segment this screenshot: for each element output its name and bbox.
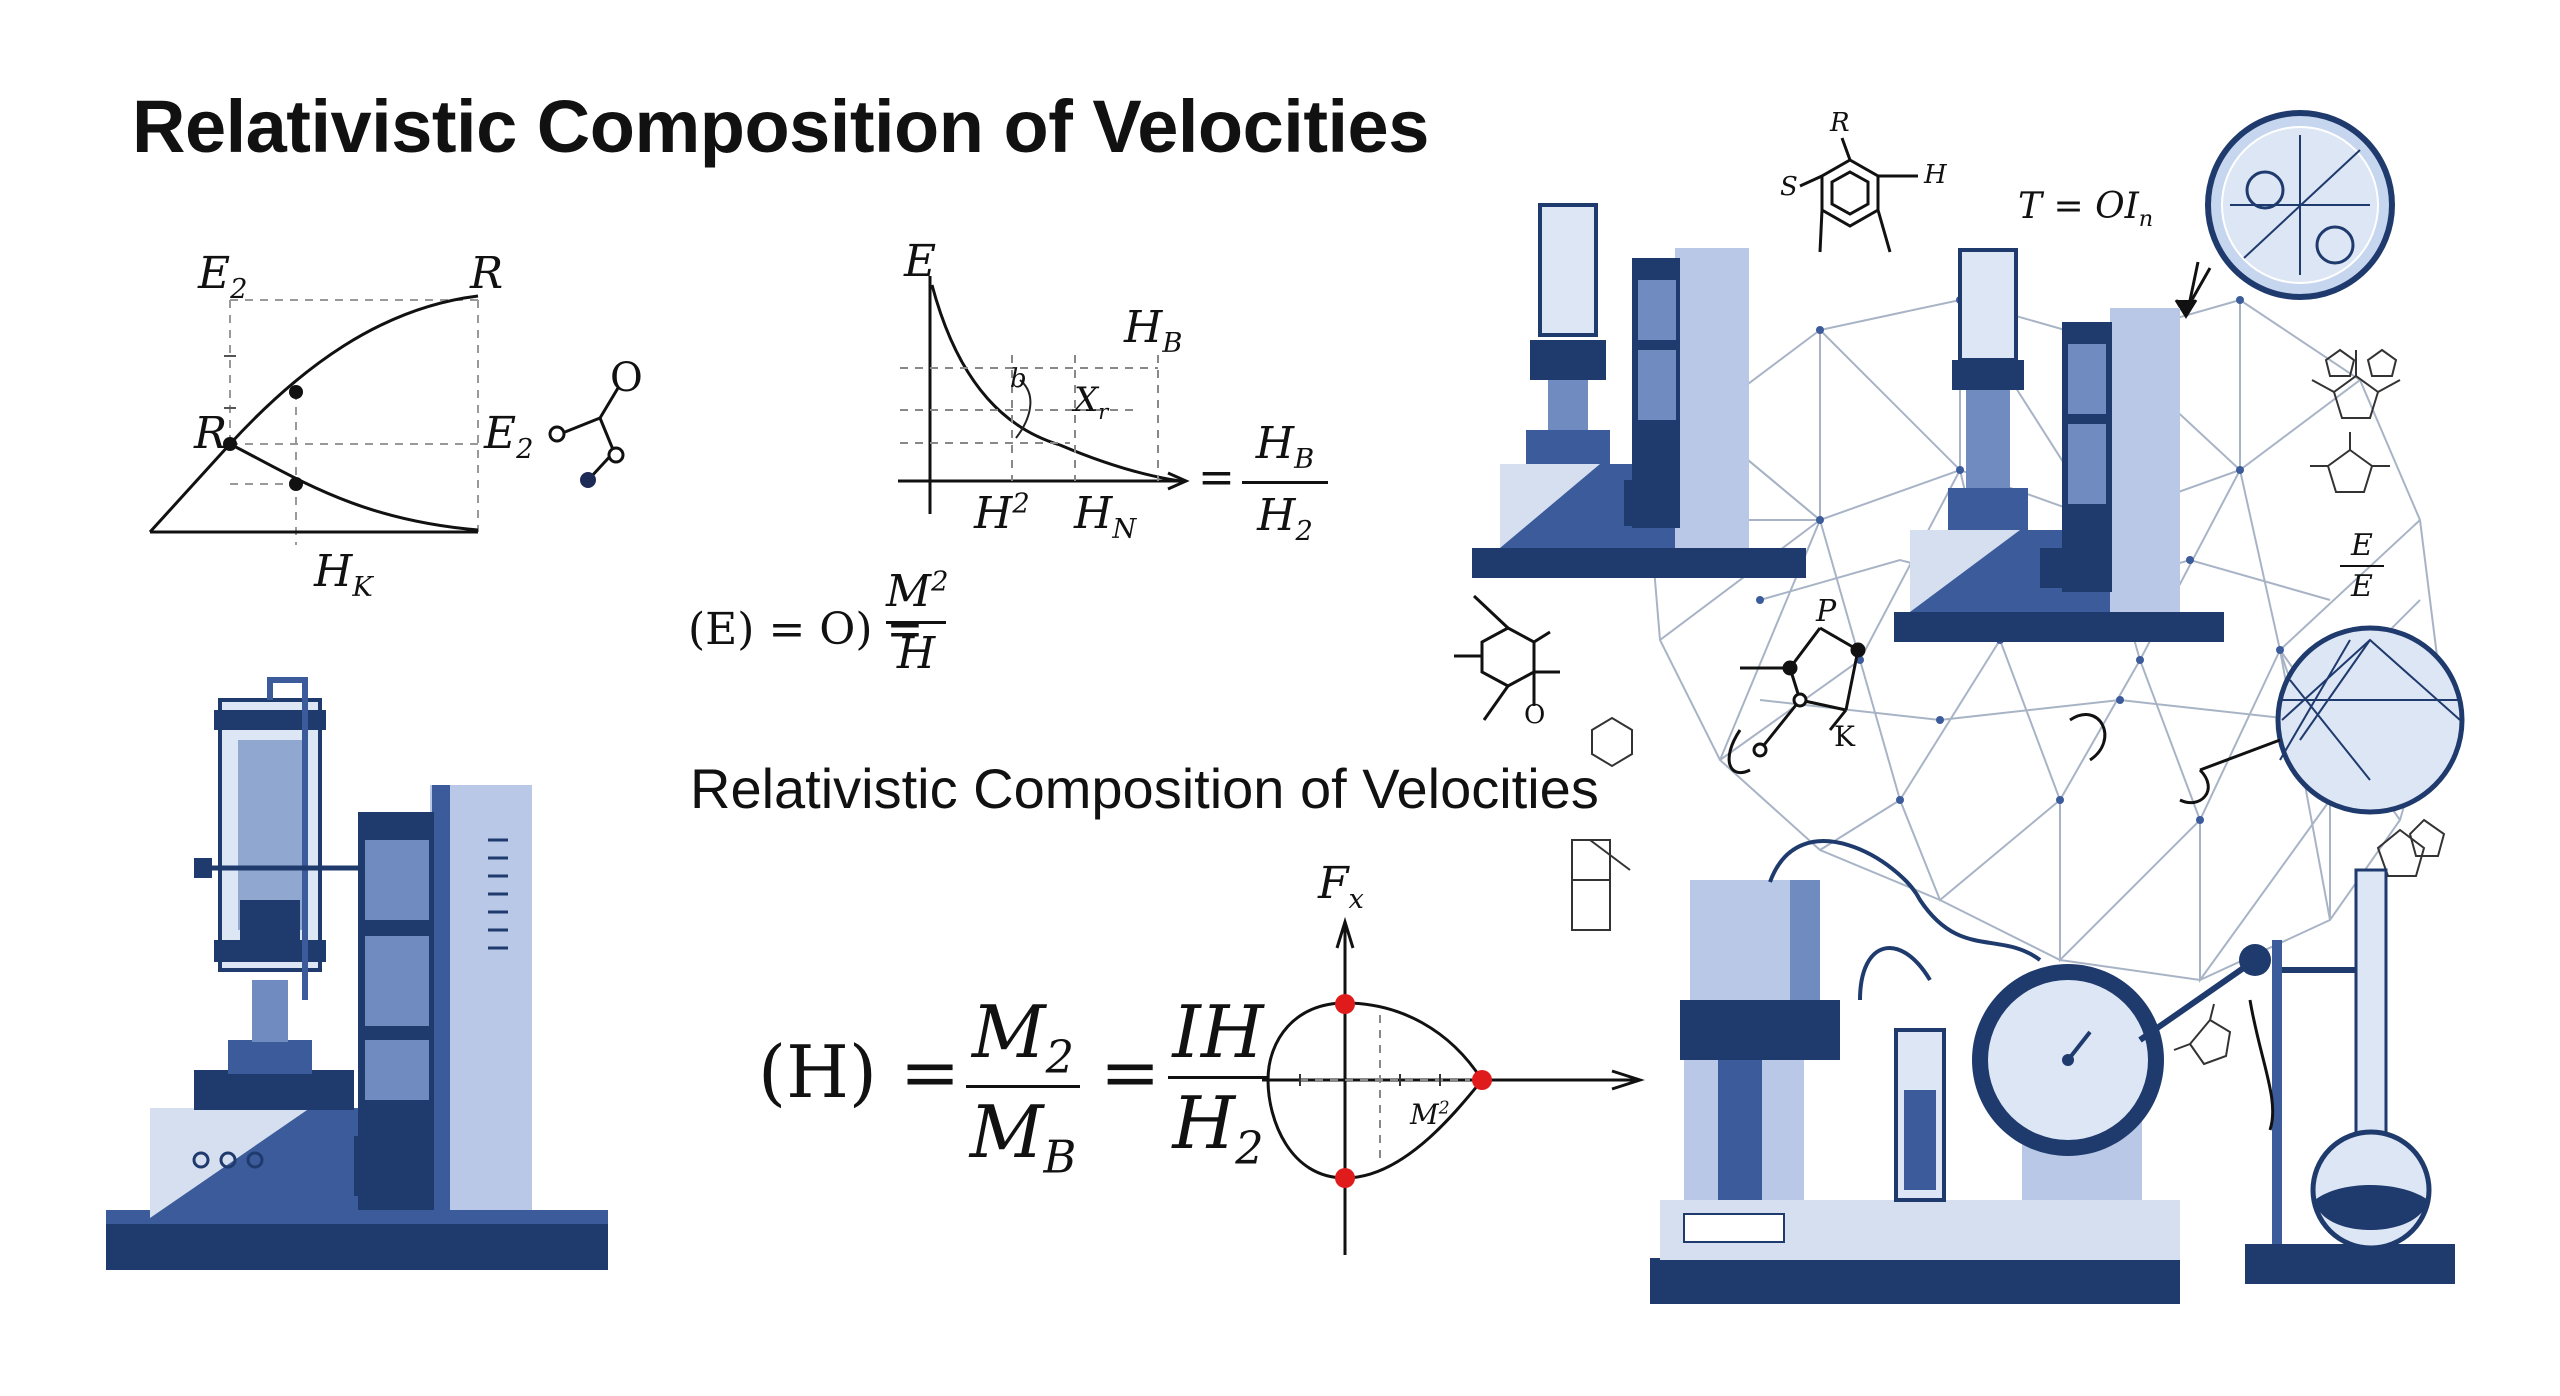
graph2-fraction-den: H2: [1257, 489, 1313, 547]
lab-instrument-top-right-a: [1472, 203, 1806, 578]
bond-molecule-center: [1727, 626, 2210, 805]
ring-molecule-bottom-right: [2173, 1003, 2232, 1066]
equation-2-fraction-2: IH H2: [1168, 990, 1268, 1174]
graph3-ticks: [1299, 1074, 1441, 1086]
label-k-molecule: K: [1834, 720, 1855, 753]
label-r-molecule: R: [1830, 108, 1850, 138]
equation-2-f1-num: M2: [971, 990, 1075, 1084]
label-r-top: R: [470, 248, 504, 299]
graph3-axes: [1262, 916, 1645, 1255]
label-m2: M2: [1410, 1098, 1450, 1131]
equation-1-fraction: M2 H: [886, 566, 949, 679]
lab-instrument-bottom-right: [1650, 839, 2455, 1304]
equation-2-f2-bar: [1168, 1076, 1268, 1079]
graph1-point-upper: [289, 385, 303, 399]
equation-2-lhs: (H) =: [758, 1030, 961, 1114]
label-hk: HK: [314, 546, 373, 603]
graph1-point-r: [223, 437, 237, 451]
oxygen-molecule: [548, 387, 625, 488]
graph2-fraction-bar: [1242, 480, 1328, 484]
equation-2-f2-num: IH: [1172, 990, 1264, 1074]
magnifier-circle-top: [2174, 110, 2395, 319]
graph3-marker-top: [1335, 994, 1355, 1014]
benzene-molecule-top: [1799, 137, 1918, 253]
label-b-small: b: [1010, 364, 1027, 394]
equation-2-f1-den: MB: [969, 1090, 1077, 1184]
lab-instrument-bottom-left: [106, 677, 608, 1270]
equation-2-fraction-1: M2 MB: [966, 990, 1080, 1184]
equation-1-den: H: [896, 628, 936, 679]
label-r-left: R: [194, 408, 228, 459]
label-h-molecule: H: [1924, 160, 1947, 190]
graph1-guides: [229, 299, 479, 545]
graph1-point-lower: [289, 477, 303, 491]
label-h2-axis: H2: [974, 488, 1030, 539]
graph3-marker-right: [1472, 1070, 1492, 1090]
label-p-molecule: P: [1816, 594, 1837, 629]
graph3-guides: [1300, 1015, 1470, 1160]
label-x: Xr: [1074, 380, 1109, 424]
graph1-ticks: [224, 355, 236, 409]
label-t-equation: T = OIn: [2018, 186, 2154, 233]
graph2-angle-mark: [1015, 379, 1032, 439]
label-e2-top: E2: [198, 248, 248, 305]
equation-2-f1-bar: [966, 1085, 1080, 1089]
graph2-fraction: HB H2: [1242, 418, 1328, 547]
magnifier-circle-right: [2199, 625, 2465, 815]
graph2-fraction-num: HB: [1255, 418, 1315, 475]
ring-molecule-right: [2311, 348, 2446, 877]
label-s-molecule: S: [1780, 172, 1798, 202]
label-o-molecule: O: [610, 355, 643, 401]
graph2-guides: [900, 355, 1159, 481]
label-o-ring: O: [1524, 700, 1546, 730]
page-title: Relativistic Composition of Velocities: [132, 85, 1429, 168]
equation-1-bar: [886, 621, 946, 624]
graph2-axes: [898, 276, 1190, 514]
label-e-over-e: E E: [2340, 528, 2384, 604]
graph3-marker-bottom: [1335, 1168, 1355, 1188]
ring-molecule-mid: [2310, 432, 2390, 493]
equation-2-mid-equals: =: [1100, 1030, 1161, 1114]
label-e-axis: E: [904, 236, 937, 287]
graph1-upper-curve: [148, 294, 479, 534]
equation-2-f2-den: H2: [1172, 1081, 1264, 1175]
benzene-molecule-left: [1454, 594, 1560, 721]
graph2-equals: =: [1198, 452, 1235, 503]
label-fx: Fx: [1318, 858, 1364, 915]
graph1-lower-curve: [229, 442, 479, 532]
lab-instrument-top-right-b: [1894, 248, 2224, 642]
label-hn: HN: [1074, 488, 1137, 545]
label-hb: HB: [1124, 302, 1183, 359]
subtitle: Relativistic Composition of Velocities: [690, 757, 1599, 820]
equation-1-num: M2: [886, 566, 949, 617]
graph3-closed-curve: [1266, 1001, 1484, 1180]
ring-molecule-lower-left: [1571, 716, 1633, 931]
equation-1-lhs: (E) = O) =: [688, 604, 924, 655]
label-e2-right: E2: [484, 408, 534, 465]
